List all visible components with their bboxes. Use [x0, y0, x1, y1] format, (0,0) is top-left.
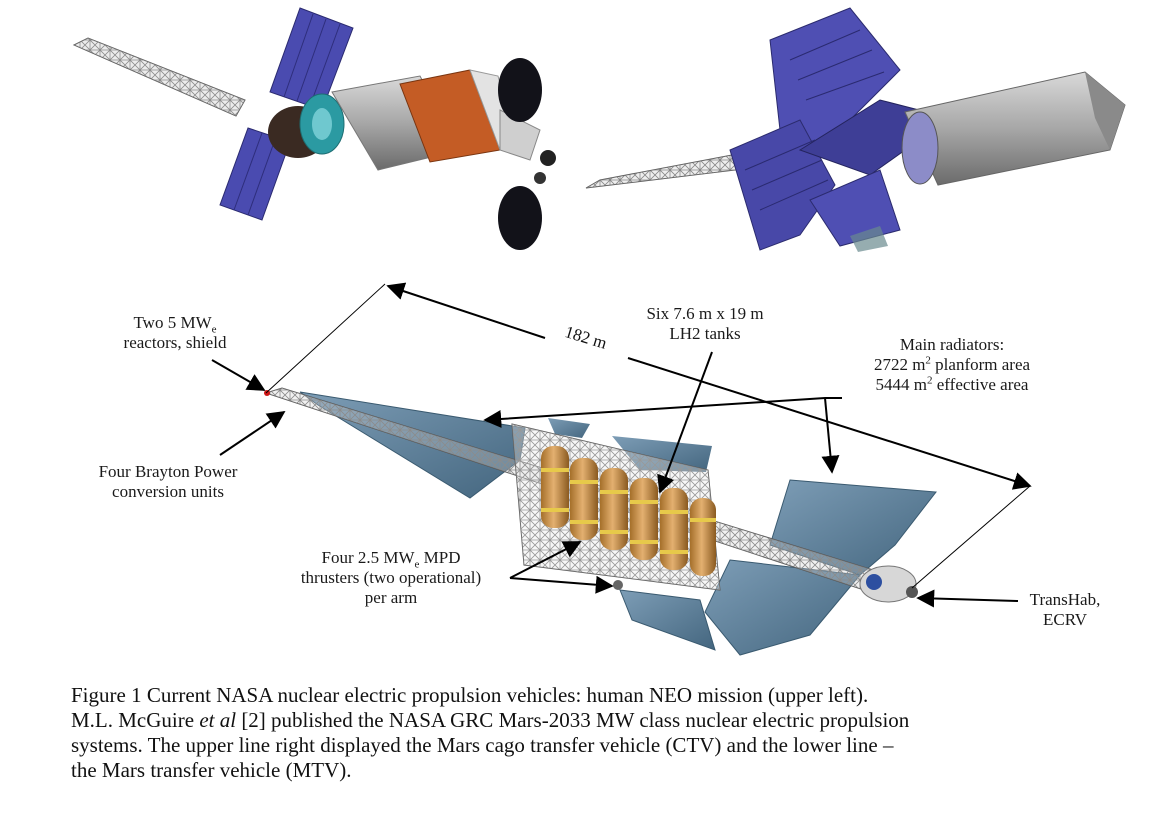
reactors-label-line1: Two 5 MWe	[133, 313, 217, 336]
mpd-arrow-down	[509, 575, 614, 594]
brayton-label-line2: conversion units	[112, 482, 224, 501]
neo-vehicle-image	[72, 7, 556, 250]
caption-et-al: et al	[199, 708, 237, 732]
dimension-arrow-left	[386, 282, 546, 339]
transhab-arrow	[916, 589, 1019, 608]
reactor-marker	[264, 390, 270, 396]
radiators-arrow-right	[821, 397, 840, 474]
radiators-label-line1: Main radiators:	[899, 335, 1005, 354]
caption-line-4: the Mars transfer vehicle (MTV).	[71, 758, 352, 782]
reactors-label: Two 5 MWe reactors, shield	[100, 313, 250, 353]
lower-left-radiator-panel	[619, 589, 716, 651]
mpd-arrow-up	[509, 541, 582, 579]
mtv-diagram: 182 m	[211, 282, 1032, 656]
caption-line-2: M.L. McGuire et al [2] published the NAS…	[71, 708, 910, 732]
reactors-label-line2: reactors, shield	[123, 333, 227, 352]
brayton-label-line1: Four Brayton Power	[98, 462, 238, 481]
dimension-extension-right	[911, 485, 1031, 589]
upper-radiator-panel	[548, 418, 590, 438]
mpd-thruster	[613, 580, 623, 590]
dimension-extension-left	[265, 283, 386, 394]
spacecraft-neo-vehicle-icon	[72, 7, 556, 250]
reactors-arrow	[211, 359, 266, 391]
mpd-label-line2: thrusters (two operational)	[300, 568, 482, 587]
mpd-label-line1: Four 2.5 MWe MPD	[321, 548, 461, 571]
radiators-label: Main radiators: 2722 m2 planform area 54…	[842, 335, 1062, 395]
ctv-vehicle-image	[585, 7, 1126, 252]
lh2-tanks	[541, 446, 716, 576]
radiators-label-line2: 2722 m2 planform area	[873, 354, 1031, 374]
figure-caption: Figure 1 Current NASA nuclear electric p…	[71, 683, 1131, 783]
tanks-label-line2: LH2 tanks	[669, 324, 741, 343]
tanks-arrow	[657, 351, 713, 494]
spacecraft-ctv-vehicle-icon	[585, 7, 1126, 252]
mpd-label-line3: per arm	[364, 588, 418, 607]
transhab-label-line1: TransHab,	[1029, 590, 1101, 609]
dimension-arrow-right	[627, 357, 1032, 490]
brayton-arrow	[219, 410, 286, 456]
mpd-label: Four 2.5 MWe MPD thrusters (two operatio…	[266, 548, 516, 608]
transhab-module	[859, 565, 918, 603]
transhab-label: TransHab, ECRV	[1010, 590, 1120, 630]
caption-line-3: systems. The upper line right displayed …	[71, 733, 894, 757]
tanks-label-line1: Six 7.6 m x 19 m	[646, 304, 764, 323]
radiators-label-line3: 5444 m2 effective area	[875, 374, 1029, 394]
caption-line-1: Figure 1 Current NASA nuclear electric p…	[71, 683, 869, 707]
length-label: 182 m	[563, 322, 610, 353]
transhab-label-line2: ECRV	[1043, 610, 1087, 629]
tanks-label: Six 7.6 m x 19 m LH2 tanks	[620, 304, 790, 344]
brayton-label: Four Brayton Power conversion units	[78, 462, 258, 502]
